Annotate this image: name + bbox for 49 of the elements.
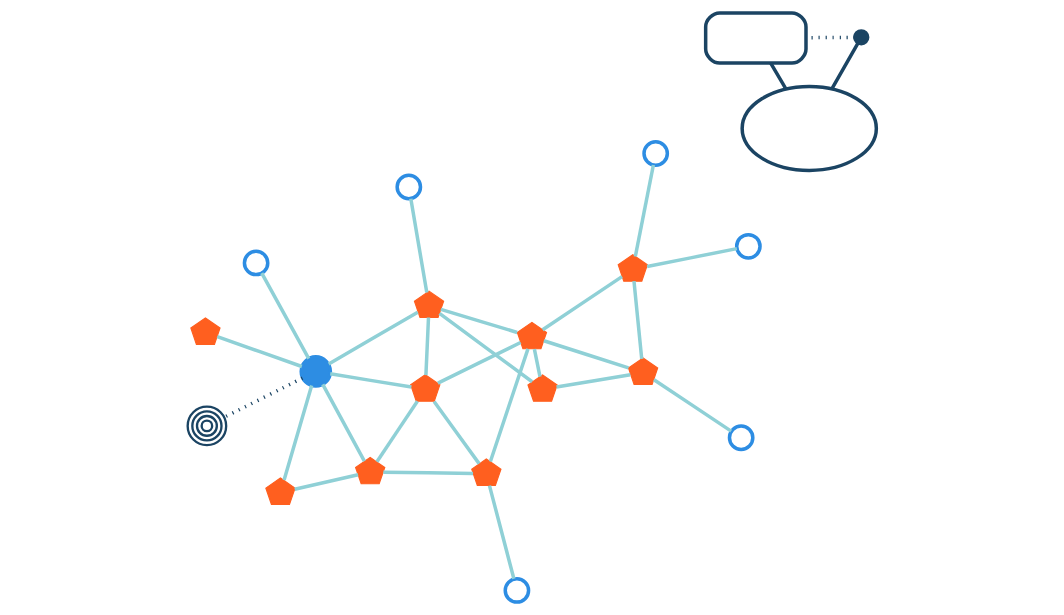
connector (653, 378, 733, 433)
node-pentagon (527, 374, 558, 402)
node-pentagon (190, 317, 221, 345)
connector (646, 246, 738, 269)
connector (294, 473, 359, 492)
connector (327, 310, 419, 366)
connector (216, 335, 303, 369)
node-circle (734, 232, 762, 260)
connector (437, 340, 522, 385)
node-pentagon (265, 477, 296, 505)
connector (541, 275, 623, 332)
connector (432, 400, 481, 465)
connector (424, 317, 431, 376)
connector (409, 198, 429, 293)
connector (532, 348, 542, 377)
connector (543, 339, 629, 370)
connector (440, 307, 518, 335)
node-pentagon (410, 374, 441, 402)
connector (830, 42, 860, 90)
node-pentagon (413, 290, 445, 319)
node-circle (727, 424, 755, 452)
connector (329, 372, 412, 389)
node-circle (242, 249, 270, 277)
node-pentagon (516, 321, 548, 350)
node-pentagon (617, 254, 649, 282)
node-pentagon (471, 458, 502, 487)
node-circle (299, 355, 333, 388)
node-cloud (740, 84, 879, 173)
connector (375, 400, 419, 463)
connector (282, 385, 314, 481)
connector (556, 372, 631, 389)
connector (223, 376, 304, 419)
connector (632, 281, 644, 360)
connector (769, 62, 788, 90)
connector (383, 470, 474, 476)
node-signal (186, 405, 228, 447)
node-circle (642, 140, 670, 167)
connector (633, 164, 656, 257)
node-circle (395, 173, 423, 201)
node-pentagon (354, 456, 386, 485)
node-circle (853, 29, 870, 46)
connector (487, 485, 516, 580)
connector (260, 272, 311, 360)
connector (321, 383, 366, 463)
connector (488, 348, 530, 463)
connector (438, 312, 534, 384)
node-phone (703, 11, 808, 65)
node-pentagon (627, 357, 659, 385)
node-circle (503, 577, 531, 604)
